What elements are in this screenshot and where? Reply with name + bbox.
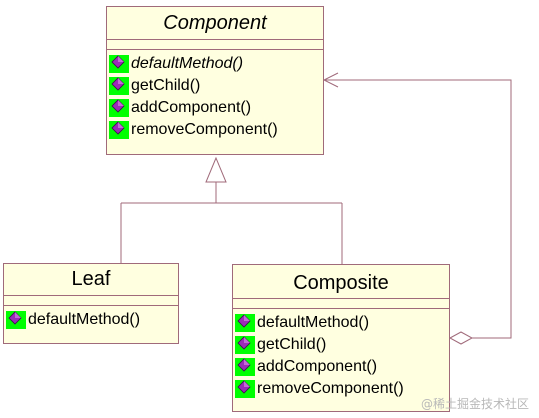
operation-label: getChild() <box>257 336 327 353</box>
method-icon <box>109 55 129 73</box>
operation-label: defaultMethod() <box>28 311 141 328</box>
class-composite[interactable]: Composite defaultMethod() getChild() addCo… <box>232 264 450 412</box>
method-icon <box>235 358 255 376</box>
operation-label: defaultMethod() <box>131 55 244 72</box>
attributes-section <box>107 40 323 50</box>
operation-label: getChild() <box>131 77 201 94</box>
class-name-leaf: Leaf <box>4 264 178 296</box>
attributes-section <box>233 299 449 309</box>
aggregation-line <box>324 79 512 339</box>
operation-removecomponent[interactable]: removeComponent() <box>235 378 449 400</box>
watermark: @稀土掘金技术社区 <box>420 397 529 411</box>
operation-getchild[interactable]: getChild() <box>109 75 323 97</box>
method-icon <box>109 99 129 117</box>
operation-defaultmethod[interactable]: defaultMethod() <box>6 309 178 331</box>
class-name-component: Component <box>107 7 323 40</box>
attributes-section <box>4 296 178 306</box>
operation-defaultmethod[interactable]: defaultMethod() <box>109 53 323 75</box>
operation-label: addComponent() <box>131 99 252 116</box>
operation-defaultmethod[interactable]: defaultMethod() <box>235 312 449 334</box>
operations-section: defaultMethod() getChild() addComponent() r… <box>107 50 323 141</box>
operation-removecomponent[interactable]: removeComponent() <box>109 119 323 141</box>
operations-section: defaultMethod() getChild() addComponent() r… <box>233 309 449 400</box>
method-icon <box>6 311 26 329</box>
operation-label: defaultMethod() <box>257 314 370 331</box>
class-name-composite: Composite <box>233 265 449 299</box>
method-icon <box>109 121 129 139</box>
method-icon <box>235 380 255 398</box>
operations-section: defaultMethod() <box>4 306 178 331</box>
aggregation-diamond <box>448 331 474 345</box>
class-leaf[interactable]: Leaf defaultMethod() <box>3 263 179 344</box>
operation-label: removeComponent() <box>131 121 278 138</box>
method-icon <box>109 77 129 95</box>
method-icon <box>235 336 255 354</box>
class-component[interactable]: Component defaultMethod() getChild() addCo… <box>106 6 324 155</box>
operation-addcomponent[interactable]: addComponent() <box>235 356 449 378</box>
method-icon <box>235 314 255 332</box>
operation-getchild[interactable]: getChild() <box>235 334 449 356</box>
generalization-arrowhead <box>205 156 227 183</box>
operation-addcomponent[interactable]: addComponent() <box>109 97 323 119</box>
operation-label: addComponent() <box>257 358 378 375</box>
operation-label: removeComponent() <box>257 380 404 397</box>
aggregation-arrowhead <box>322 72 339 88</box>
